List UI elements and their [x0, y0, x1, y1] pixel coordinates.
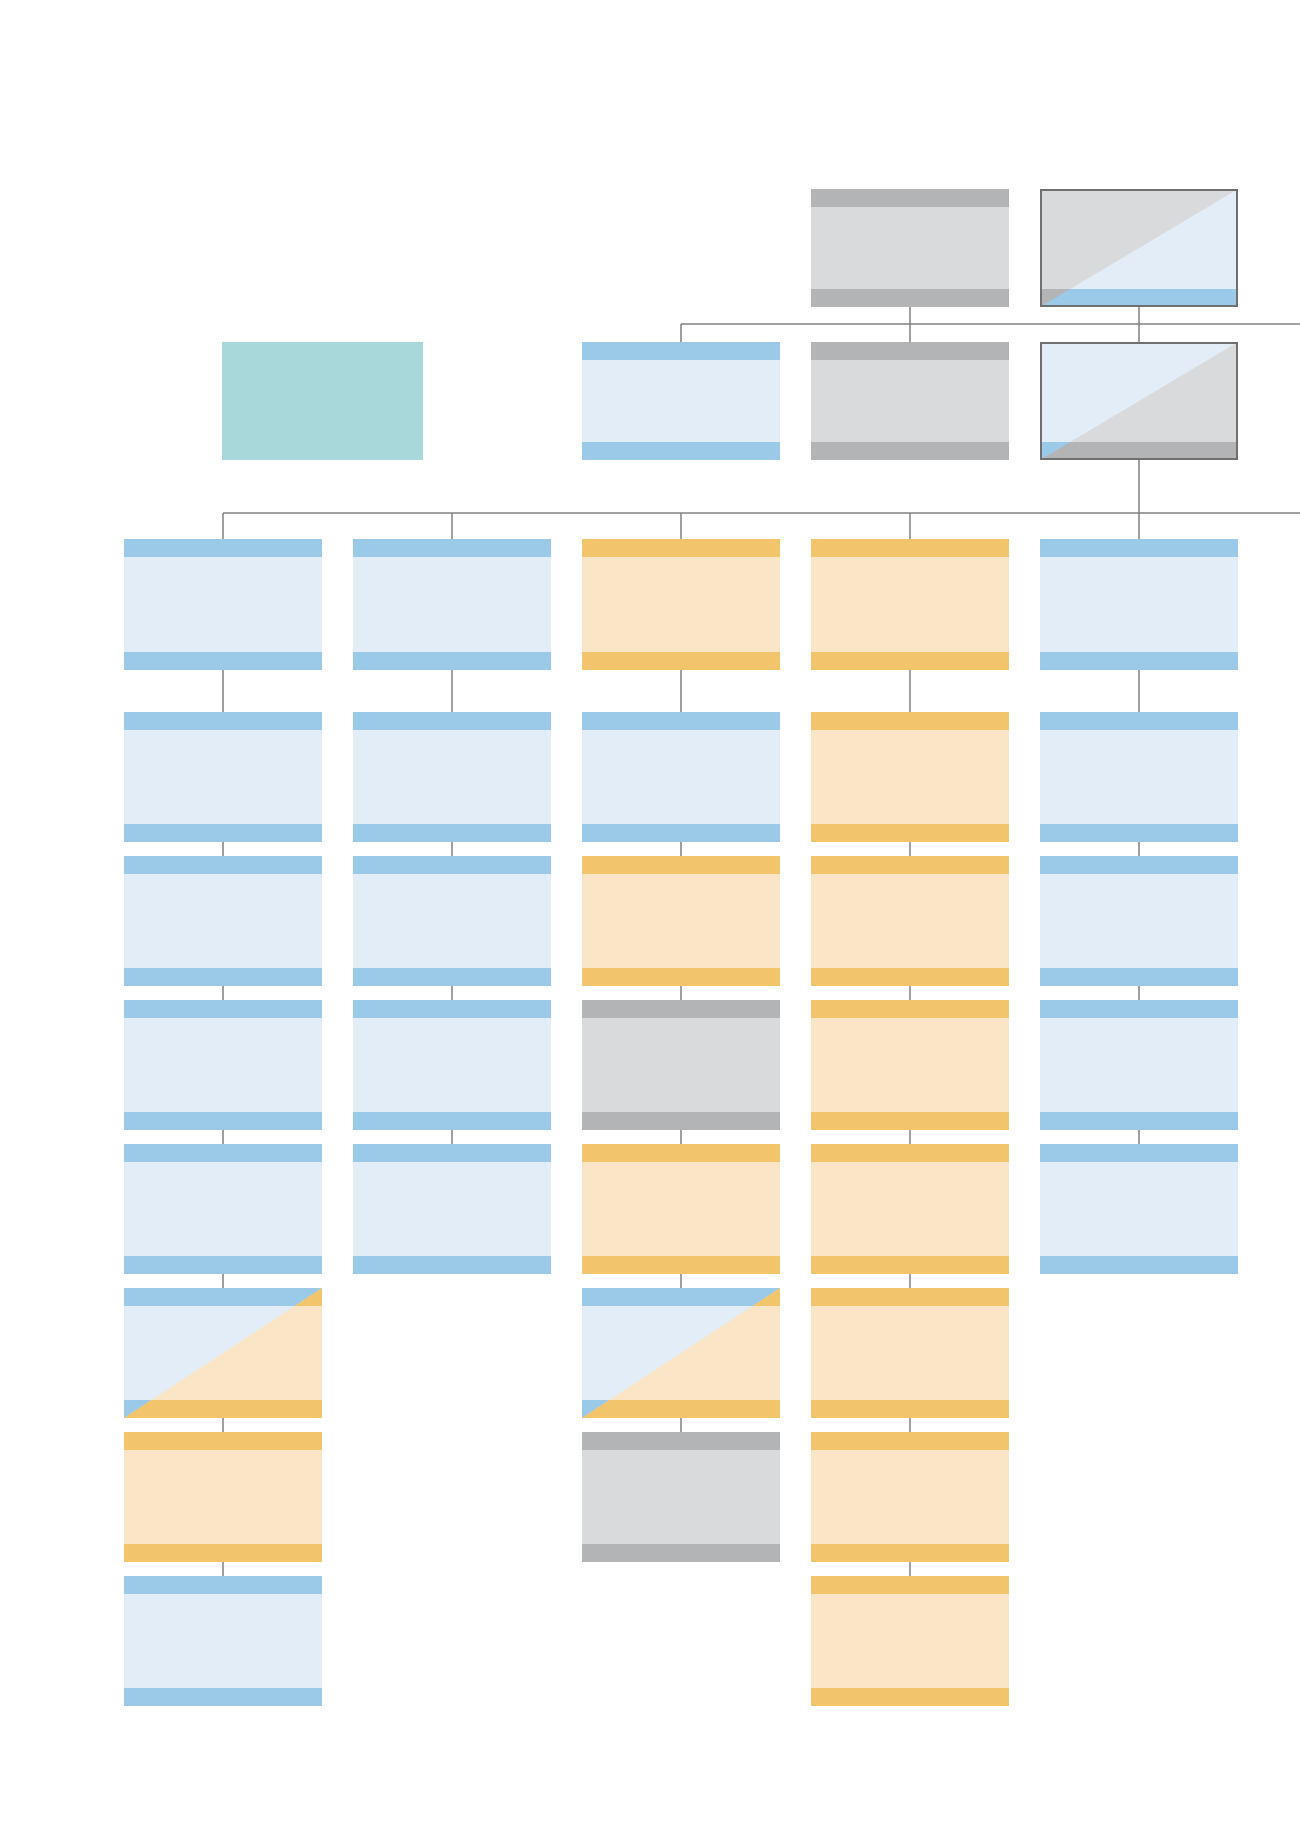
- node-c5-r3: [1040, 1000, 1238, 1130]
- node-c5-r1: [1040, 712, 1238, 842]
- node-c1-r1: [124, 712, 322, 842]
- diagram-nodes: [124, 189, 1238, 1706]
- node-c3-r5: [582, 1288, 780, 1418]
- node-top-gray: [811, 189, 1009, 307]
- node-c3-r1: [582, 712, 780, 842]
- node-c4-r2: [811, 856, 1009, 986]
- node-c3-r4: [582, 1144, 780, 1274]
- node-c2-r4: [353, 1144, 551, 1274]
- node-c2-r3: [353, 1000, 551, 1130]
- node-c1-r5: [124, 1288, 322, 1418]
- node-c2-r0: [353, 539, 551, 670]
- node-c4-r6: [811, 1432, 1009, 1562]
- node-top-split: [1040, 189, 1238, 307]
- node-teal-node: [222, 342, 423, 460]
- node-r2-blue: [582, 342, 780, 460]
- node-c4-r0: [811, 539, 1009, 670]
- node-c5-r2: [1040, 856, 1238, 986]
- node-c4-r1: [811, 712, 1009, 842]
- node-c4-r4: [811, 1144, 1009, 1274]
- node-c4-r3: [811, 1000, 1009, 1130]
- node-c4-r5: [811, 1288, 1009, 1418]
- node-c2-r2: [353, 856, 551, 986]
- node-c5-r4: [1040, 1144, 1238, 1274]
- node-r2-gray: [811, 342, 1009, 460]
- node-c1-r6: [124, 1432, 322, 1562]
- node-c1-r4: [124, 1144, 322, 1274]
- node-c2-r1: [353, 712, 551, 842]
- node-c3-r2: [582, 856, 780, 986]
- node-c4-r7: [811, 1576, 1009, 1706]
- node-c3-r0: [582, 539, 780, 670]
- connector-lines: [222, 307, 1300, 1576]
- node-c1-r3: [124, 1000, 322, 1130]
- node-c3-r6: [582, 1432, 780, 1562]
- node-c1-r7: [124, 1576, 322, 1706]
- node-c1-r2: [124, 856, 322, 986]
- node-c1-r0: [124, 539, 322, 670]
- node-c3-r3: [582, 1000, 780, 1130]
- node-c5-r0: [1040, 539, 1238, 670]
- node-r2-split: [1040, 342, 1238, 460]
